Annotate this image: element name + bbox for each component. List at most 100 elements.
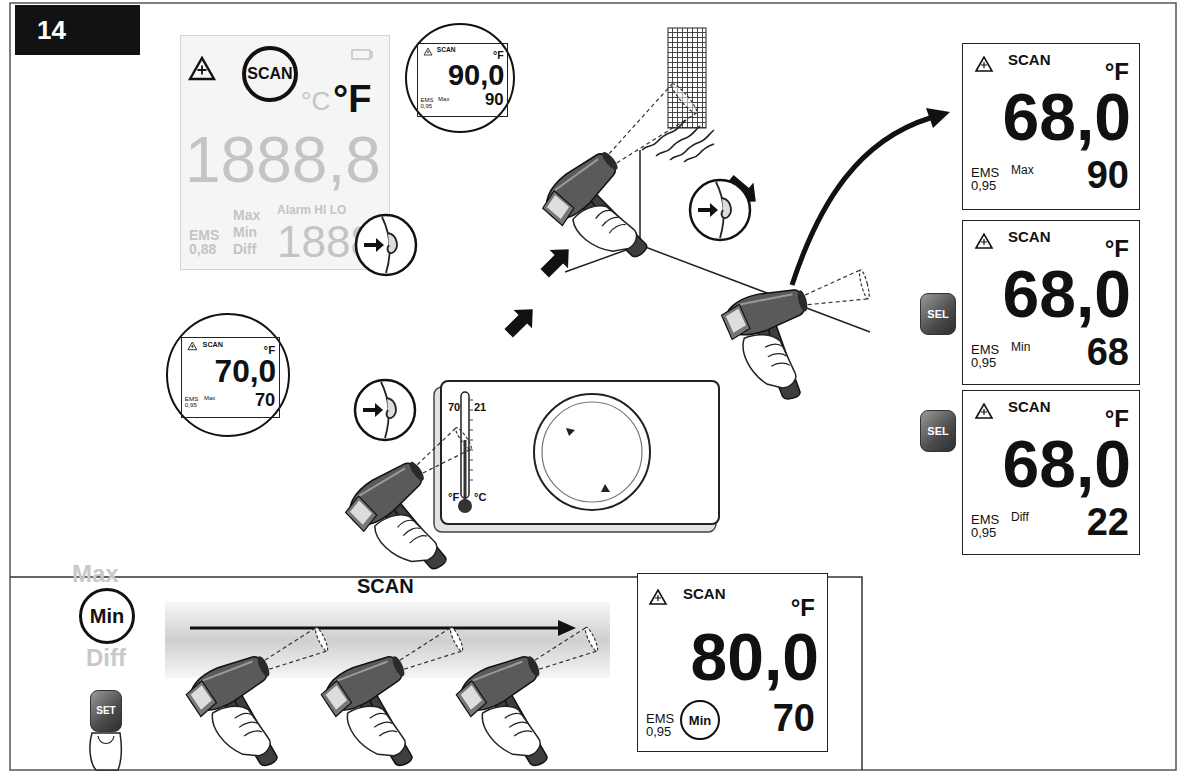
lcd-reading: °F bbox=[1105, 407, 1129, 431]
mode-indicator: Min bbox=[90, 606, 124, 626]
thermometer-column bbox=[464, 440, 467, 500]
laser-warning-icon bbox=[650, 590, 666, 604]
lcd-reading: °F bbox=[1105, 237, 1129, 261]
lcd-reading: 90 bbox=[485, 92, 504, 109]
thermometer-tube bbox=[461, 392, 469, 498]
step-arrow bbox=[499, 300, 541, 342]
thermostat-dial bbox=[534, 394, 650, 510]
lcd-display: SCAN°F80,0EMS 0,9570Min bbox=[637, 573, 828, 752]
lcd-reading: Min bbox=[1011, 341, 1030, 353]
lcd-reading: Max bbox=[1011, 164, 1034, 176]
room-corner-lines bbox=[565, 150, 870, 332]
lcd-segment: Min bbox=[233, 225, 257, 239]
page-frame bbox=[10, 3, 1176, 770]
lcd-reading: Max bbox=[204, 395, 215, 401]
laser-warning-icon bbox=[424, 48, 432, 55]
lcd-reading: °F bbox=[493, 50, 504, 61]
thermometer-gun bbox=[536, 144, 672, 283]
scan-heading: SCAN bbox=[357, 576, 414, 596]
lcd-reading: °F bbox=[1105, 60, 1129, 84]
lcd-reading: 90,0 bbox=[448, 61, 505, 90]
measuring-spot bbox=[669, 81, 700, 115]
lcd-display: SCAN°F68,0EMS 0,95Diff22 bbox=[962, 390, 1140, 555]
measuring-spot bbox=[454, 426, 474, 451]
lcd-segment: Diff bbox=[233, 242, 256, 256]
trigger-callout bbox=[356, 215, 416, 275]
gun-at-hot-surface bbox=[535, 81, 746, 283]
button-label: SEL bbox=[927, 309, 948, 320]
laser-warning-icon bbox=[188, 342, 197, 350]
thumb-nail bbox=[98, 736, 114, 744]
laser-warning-icon bbox=[976, 57, 992, 71]
button-label: SEL bbox=[927, 426, 948, 437]
scanning-gun bbox=[452, 622, 633, 773]
thermometer-gun bbox=[719, 282, 830, 410]
lcd-reading: Max bbox=[438, 96, 449, 102]
lcd-reading: EMS 0,95 bbox=[185, 396, 201, 408]
lcd-display: SCAN°F68,0EMS 0,95Min68 bbox=[962, 220, 1140, 385]
wall-thermostat: 7021°F°C bbox=[440, 380, 720, 525]
min-indicator-ring: Min bbox=[680, 700, 720, 740]
scan-highlight-ring: SCAN bbox=[242, 46, 298, 102]
lcd-reading: 80,0 bbox=[691, 624, 819, 690]
trigger-callout bbox=[690, 180, 750, 240]
mode-indicator: Min bbox=[689, 714, 711, 727]
result-arrow-head bbox=[926, 108, 950, 128]
thermometer-gun bbox=[317, 648, 441, 773]
lcd-reading: °F bbox=[264, 345, 276, 357]
laser-beam bbox=[397, 627, 462, 676]
lcd-reading: EMS 0,95 bbox=[971, 343, 1005, 369]
lcd-display: SCAN°F68,0EMS 0,95Max90 bbox=[962, 43, 1140, 210]
scale-mark: °F bbox=[448, 492, 459, 503]
page-number-badge: 14 bbox=[15, 5, 140, 55]
page-number: 14 bbox=[37, 17, 66, 43]
laser-beam bbox=[532, 627, 597, 676]
laser-beam bbox=[413, 428, 471, 480]
lcd-segment: °F bbox=[333, 80, 371, 118]
laser-beam bbox=[262, 627, 327, 676]
lcd-reading: SCAN bbox=[683, 586, 726, 601]
measuring-spot bbox=[313, 626, 329, 652]
dial-ring bbox=[542, 402, 642, 502]
mode-selector-ring: Min bbox=[79, 588, 135, 644]
lcd-segment: 1888,8 bbox=[185, 128, 381, 192]
measuring-spot bbox=[583, 626, 599, 652]
lcd-segment: Max bbox=[233, 208, 260, 222]
set-button: SET bbox=[90, 690, 122, 732]
lcd-reading: EMS 0,95 bbox=[421, 97, 437, 109]
heat-wave bbox=[656, 126, 700, 156]
laser-warning-icon bbox=[976, 234, 992, 248]
scan-direction-head bbox=[558, 620, 576, 636]
lcd-reading: 90 bbox=[1087, 156, 1129, 194]
measuring-spot bbox=[448, 626, 464, 652]
trigger-callout bbox=[355, 380, 415, 440]
thermometer-ticks bbox=[469, 400, 473, 480]
step-arrow bbox=[721, 170, 764, 212]
result-arrow bbox=[792, 118, 930, 285]
thermometer-gun bbox=[182, 648, 306, 773]
zoom-callout: SCAN°F70,0EMS 0,95Max70 bbox=[166, 313, 290, 437]
lcd-reading: SCAN bbox=[437, 47, 456, 54]
mode-indicator: SCAN bbox=[247, 66, 292, 82]
zoom-callout: SCAN °F90,0EMS 0,95Max 90 bbox=[405, 23, 515, 133]
laser-beam bbox=[601, 84, 697, 173]
lcd-reading: 70 bbox=[773, 699, 815, 737]
heat-wave bbox=[684, 144, 714, 162]
dial-markers bbox=[566, 428, 610, 492]
gun-at-corner bbox=[719, 266, 891, 410]
button-label: SET bbox=[96, 706, 115, 716]
hot-surface bbox=[668, 28, 706, 128]
sel-button: SEL bbox=[920, 410, 956, 452]
thermometer-gun bbox=[452, 648, 576, 773]
lcd-reading: SCAN bbox=[1008, 52, 1051, 67]
lcd-reading: 68,0 bbox=[1003, 261, 1131, 327]
heat-wave bbox=[670, 130, 714, 160]
lcd-reading: EMS 0,95 bbox=[971, 513, 1005, 539]
lcd-reading: SCAN bbox=[1008, 229, 1051, 244]
scan-band: SCAN bbox=[165, 602, 610, 678]
lcd-segment: 1888 bbox=[277, 220, 375, 264]
measuring-spot bbox=[858, 269, 872, 300]
lcd-reading: 68,0 bbox=[1003, 84, 1131, 150]
